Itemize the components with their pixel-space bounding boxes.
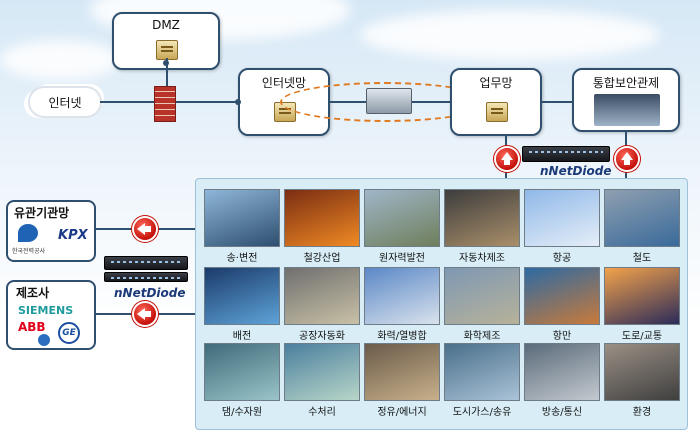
industry-caption: 방송/통신: [541, 407, 583, 418]
org-logo-caption: 한국전력공사: [12, 248, 46, 255]
industry-caption: 공장자동화: [299, 331, 345, 342]
related-orgs-title: 유관기관망: [14, 206, 70, 220]
industry-tile: 방송/통신: [524, 343, 600, 418]
internet-network-title: 인터넷망: [261, 76, 307, 90]
industry-tile: 공장자동화: [284, 267, 360, 342]
ge-logo: GE: [58, 322, 80, 344]
industry-tile: 화력/열병합: [364, 267, 440, 342]
industry-caption: 원자력발전: [379, 253, 425, 264]
nnetdiode-device-top: [522, 146, 610, 162]
industry-tile: 정유/에너지: [364, 343, 440, 418]
internet-cloud: 인터넷: [30, 88, 100, 116]
industry-caption: 수처리: [308, 407, 336, 418]
industry-photo: [204, 189, 280, 247]
security-center-title: 통합보안관제: [592, 76, 660, 90]
dmz-title: DMZ: [152, 18, 180, 32]
industry-tile: 환경: [604, 343, 680, 418]
industry-tile: 항공: [524, 189, 600, 264]
kpx-logo: KPX: [58, 228, 88, 243]
industry-tile: 철강산업: [284, 189, 360, 264]
industry-tile: 송·변전: [204, 189, 280, 264]
background-cloud: [360, 10, 660, 60]
up-arrow-icon: [616, 148, 638, 170]
industry-photo: [444, 189, 520, 247]
up-arrow-icon: [496, 148, 518, 170]
related-orgs-box: 유관기관망 KPX 한국전력공사: [6, 200, 96, 262]
background-cloud: [0, 40, 120, 80]
manufacturers-title: 제조사: [16, 286, 50, 300]
industry-tile: 수처리: [284, 343, 360, 418]
industry-photo: [524, 267, 600, 325]
industry-caption: 정유/에너지: [377, 407, 427, 418]
industry-tile: 배전: [204, 267, 280, 342]
industry-photo: [524, 189, 600, 247]
industry-photo: [604, 343, 680, 401]
industry-caption: 댐/수자원: [221, 407, 263, 418]
org-logo-icon: [18, 224, 38, 242]
abb-logo: ABB: [18, 320, 46, 334]
dmz-box: DMZ: [112, 12, 220, 70]
security-center-box: 통합보안관제: [572, 68, 680, 132]
dmz-drop-line: [166, 66, 168, 102]
industry-caption: 송·변전: [226, 253, 258, 264]
server-icon: [156, 40, 178, 60]
business-network-title: 업무망: [479, 76, 513, 90]
industry-caption: 화학제조: [463, 331, 501, 342]
industry-photo: [284, 343, 360, 401]
industry-tile: 자동차제조: [444, 189, 520, 264]
industry-caption: 항공: [552, 253, 572, 264]
industry-photo: [364, 267, 440, 325]
industry-caption: 자동차제조: [459, 253, 505, 264]
industry-photo: [204, 267, 280, 325]
industry-caption: 배전: [232, 331, 252, 342]
nnetdiode-device-left: [104, 256, 188, 270]
left-arrow-icon: [134, 218, 156, 240]
industry-photo: [284, 267, 360, 325]
link-line: [542, 101, 572, 103]
industry-caption: 철강산업: [303, 253, 341, 264]
connector-dot: [163, 60, 169, 66]
industry-tile: 원자력발전: [364, 189, 440, 264]
industry-caption: 철도: [632, 253, 652, 264]
industry-photo: [604, 267, 680, 325]
industry-tile: 철도: [604, 189, 680, 264]
industry-caption: 도로/교통: [621, 331, 663, 342]
industry-photo: [444, 343, 520, 401]
industry-photo: [604, 189, 680, 247]
industry-caption: 항만: [552, 331, 572, 342]
logo-mark-icon: [38, 334, 50, 346]
siemens-logo: SIEMENS: [18, 304, 74, 317]
nnetdiode-device-left-2: [104, 272, 188, 282]
industry-photo: [444, 267, 520, 325]
industry-photo: [364, 189, 440, 247]
internet-label: 인터넷: [48, 95, 82, 110]
connector-dot: [235, 99, 241, 105]
industry-caption: 화력/열병합: [377, 331, 427, 342]
industry-photo: [204, 343, 280, 401]
manufacturers-box: 제조사 SIEMENS ABB GE: [6, 280, 96, 350]
industry-tile: 화학제조: [444, 267, 520, 342]
industry-photo: [284, 189, 360, 247]
industry-tile: 도시가스/송유: [444, 343, 520, 418]
industry-photo: [524, 343, 600, 401]
industry-photo: [364, 343, 440, 401]
business-network-box: 업무망: [450, 68, 542, 136]
industry-caption: 환경: [632, 407, 652, 418]
left-arrow-icon: [134, 303, 156, 325]
industry-tile: 댐/수자원: [204, 343, 280, 418]
ge-logo-text: GE: [62, 328, 76, 338]
firewall-icon: [154, 86, 176, 122]
industry-tile: 도로/교통: [604, 267, 680, 342]
nnetdiode-label-top: nNetDiode: [540, 164, 612, 178]
industry-tile: 항만: [524, 267, 600, 342]
server-icon: [486, 102, 508, 122]
nnetdiode-label-left: nNetDiode: [114, 286, 186, 300]
control-room-icon: [594, 94, 660, 126]
industry-caption: 도시가스/송유: [452, 407, 512, 418]
